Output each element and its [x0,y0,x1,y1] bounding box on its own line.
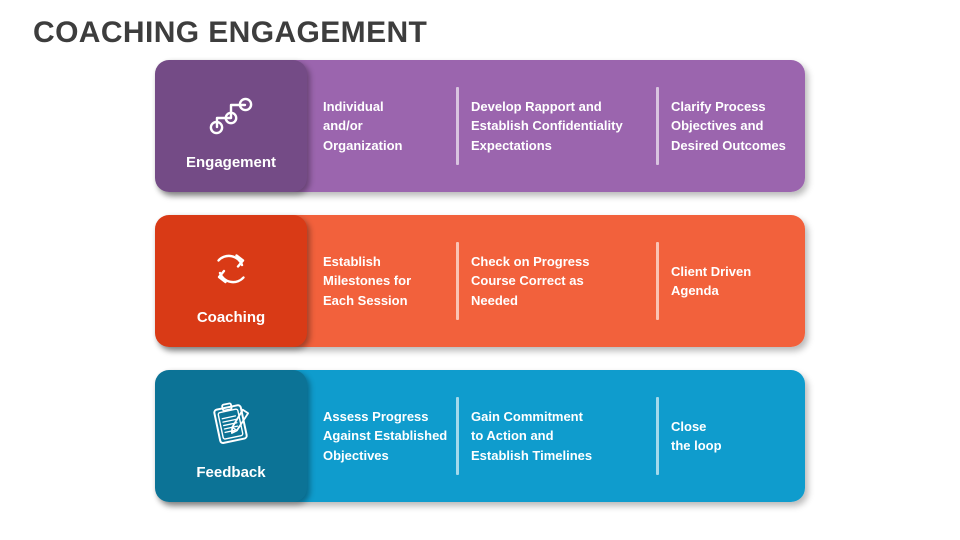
row-body-coaching: Establish Milestones for Each Session Ch… [293,215,805,347]
cell-divider [456,241,459,320]
clipboard-pencil-icon [204,396,258,452]
row-cell: Clarify Process Objectives and Desired O… [656,86,805,165]
row-cell: Gain Commitment to Action and Establish … [456,396,656,475]
row-cell: Client Driven Agenda [656,242,805,320]
row-label-feedback: Feedback [196,463,266,481]
cell-divider [656,242,659,320]
network-nodes-icon [205,86,257,142]
row-header-feedback[interactable]: Feedback [155,370,307,502]
cell-text: Clarify Process Objectives and Desired O… [671,99,786,153]
cell-text: Close the loop [671,418,722,453]
cell-divider [456,86,459,165]
cell-divider [456,396,459,475]
row-cell: Assess Progress Against Established Obje… [307,407,456,465]
cell-text: Gain Commitment to Action and Establish … [471,409,593,463]
row-body-engagement: Individual and/or Organization Develop R… [293,60,805,192]
cell-divider [656,86,659,165]
row-label-engagement: Engagement [185,153,276,171]
row-label-coaching: Coaching [196,308,266,326]
row-cell: Check on Progress Course Correct as Need… [456,241,656,320]
row-cell: Close the loop [656,397,805,475]
row-header-coaching[interactable]: Coaching [155,215,307,347]
cell-text: Individual and/or Organization [323,99,403,153]
refresh-cycle-icon [206,241,256,297]
cell-text: Check on Progress Course Correct as Need… [471,254,590,308]
cell-divider [656,397,659,475]
row-cell: Individual and/or Organization [307,97,456,155]
cell-text: Develop Rapport and Establish Confidenti… [471,99,623,153]
process-row-coaching[interactable]: Coaching Establish Milestones for Each S… [155,215,805,347]
cell-text: Client Driven Agenda [671,263,752,298]
row-header-engagement[interactable]: Engagement [155,60,307,192]
row-cell: Establish Milestones for Each Session [307,252,456,310]
process-row-engagement[interactable]: Engagement Individual and/or Organizatio… [155,60,805,192]
process-row-feedback[interactable]: Feedback Assess Progress Against Establi… [155,370,805,502]
cell-text: Establish Milestones for Each Session [323,254,412,308]
page-title: COACHING ENGAGEMENT [33,16,428,49]
cell-text: Assess Progress Against Established Obje… [323,409,448,463]
row-cell: Develop Rapport and Establish Confidenti… [456,86,656,165]
row-body-feedback: Assess Progress Against Established Obje… [293,370,805,502]
process-rows: Engagement Individual and/or Organizatio… [155,60,805,525]
